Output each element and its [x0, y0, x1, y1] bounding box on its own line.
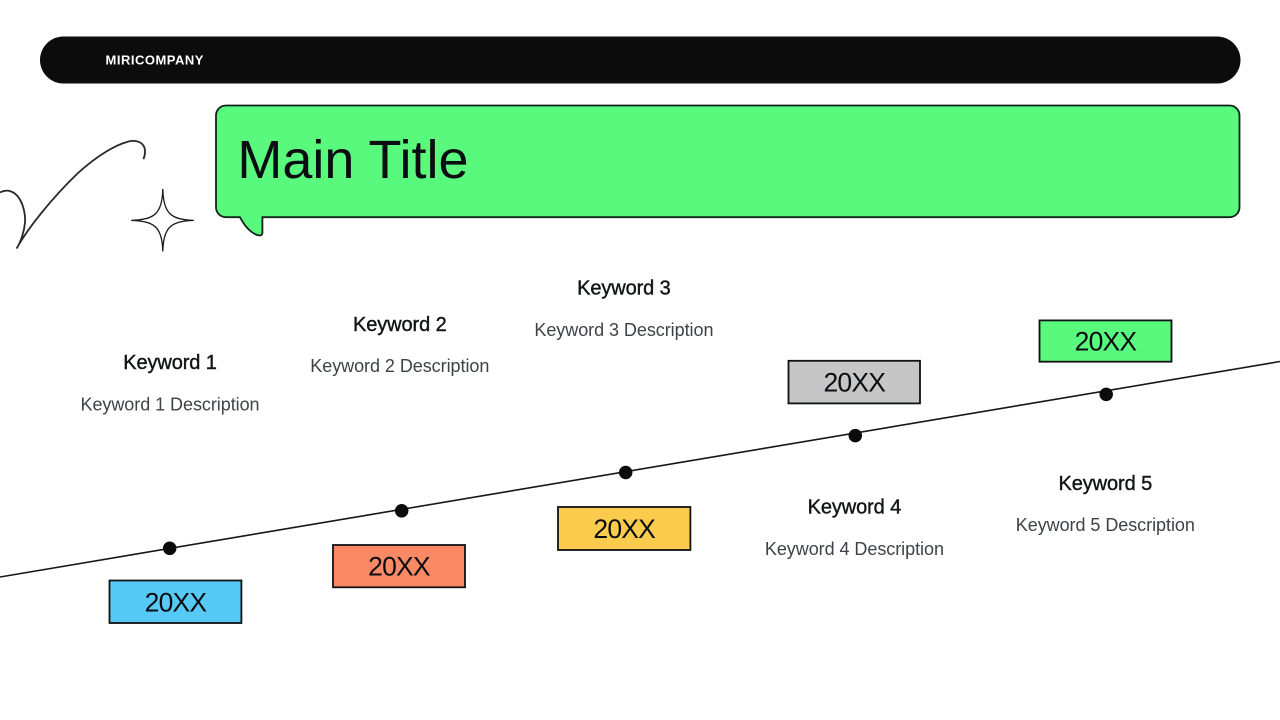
svg-text:Keyword 4 Description: Keyword 4 Description: [765, 539, 944, 559]
svg-text:Keyword 5: Keyword 5: [1059, 473, 1153, 495]
svg-text:20XX: 20XX: [823, 367, 886, 397]
svg-text:Keyword 2 Description: Keyword 2 Description: [310, 356, 489, 376]
svg-text:20XX: 20XX: [593, 514, 656, 544]
svg-text:Keyword 1: Keyword 1: [123, 352, 217, 374]
svg-text:20XX: 20XX: [368, 552, 431, 582]
svg-text:Keyword 1 Description: Keyword 1 Description: [80, 394, 259, 414]
svg-text:MIRICOMPANY: MIRICOMPANY: [106, 52, 204, 67]
svg-text:Main Title: Main Title: [237, 130, 468, 190]
svg-text:Keyword 5 Description: Keyword 5 Description: [1016, 515, 1195, 535]
svg-text:Keyword 3: Keyword 3: [577, 278, 671, 300]
svg-text:Keyword 3 Description: Keyword 3 Description: [534, 320, 713, 340]
svg-text:Keyword 2: Keyword 2: [353, 314, 447, 336]
svg-text:20XX: 20XX: [1075, 326, 1138, 356]
svg-text:20XX: 20XX: [145, 587, 208, 617]
svg-text:Keyword 4: Keyword 4: [808, 497, 902, 519]
